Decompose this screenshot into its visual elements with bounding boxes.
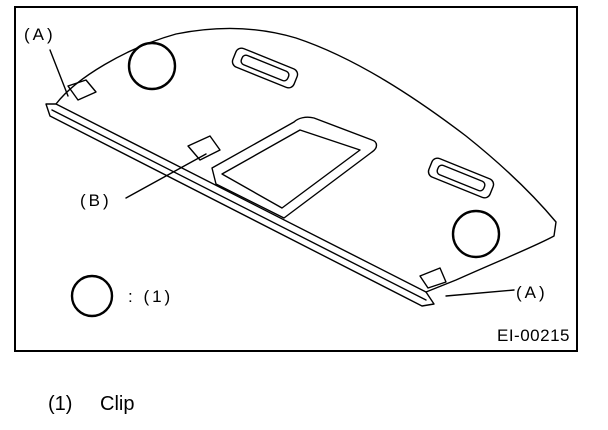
- figure-id: EI-00215: [497, 326, 570, 345]
- leader-line-a-bottom-right: [445, 289, 515, 297]
- leader-line-a-top-left: [49, 49, 69, 97]
- speaker-grille-right-inner: [436, 164, 486, 192]
- shelf-front-lip: [45, 103, 435, 307]
- shelf-front-lip-inner: [51, 109, 427, 301]
- clip-tab-center: [187, 135, 221, 161]
- clip-circle-left: [127, 41, 177, 91]
- speaker-grille-left-inner: [240, 54, 290, 82]
- caption: (1) Clip: [48, 394, 134, 414]
- callout-b: (B): [80, 191, 112, 210]
- callout-a-bottom-right: (A): [516, 283, 548, 302]
- speaker-grille-right: [427, 157, 495, 199]
- speaker-grille-left: [231, 47, 299, 89]
- legend-label: : (1): [128, 287, 174, 306]
- center-recess: [211, 116, 378, 219]
- figure-frame: (A) (B) (A) : (1) EI-00215: [14, 6, 578, 352]
- caption-number: (1): [48, 393, 73, 415]
- leader-line-b: [125, 153, 207, 199]
- clip-tab-top-left: [67, 79, 97, 101]
- shelf-panel-outline: [55, 27, 557, 293]
- clip-circle-right: [451, 209, 501, 259]
- rear-shelf-trim-diagram: [45, 27, 557, 318]
- callout-a-top-left: (A): [24, 25, 56, 44]
- center-recess-inner: [221, 129, 361, 209]
- clip-circle-icon: [70, 274, 114, 318]
- clip-tab-bottom-right: [419, 267, 447, 289]
- caption-text: Clip: [100, 393, 135, 415]
